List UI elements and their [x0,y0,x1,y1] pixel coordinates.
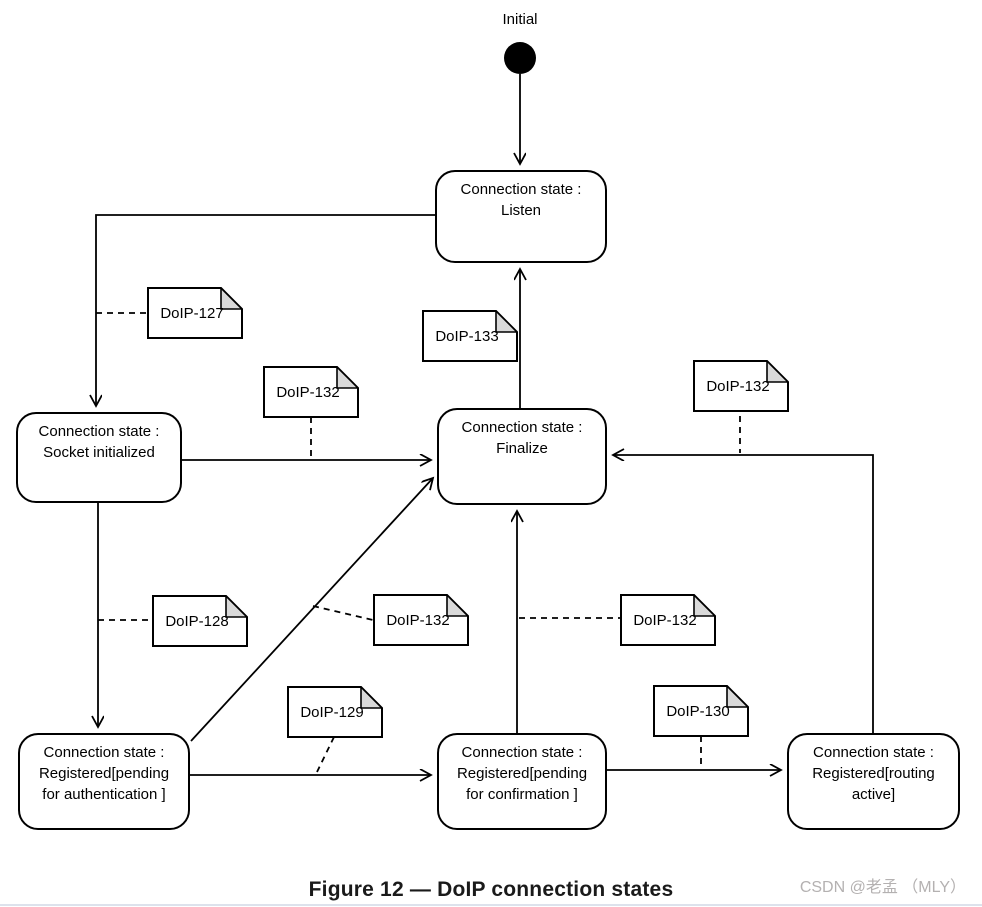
note-shape-icon [263,366,359,418]
note-label: DoIP-129 [300,703,364,721]
transition-registered-routing-to-finalize [613,455,874,733]
note-anchors [96,312,741,773]
note-label: DoIP-132 [633,611,697,629]
note-shape-icon [693,360,789,412]
state-registered-routing-active: Connection state : Registered[routing ac… [787,733,960,830]
transition-listen-to-socket-initialized [96,214,435,406]
note-label: DoIP-132 [706,377,770,395]
watermark-text: CSDN @老孟 （MLY） [799,879,966,896]
state-registered-pending-confirmation: Connection state : Registered[pending fo… [437,733,607,830]
state-registered-pending-authentication: Connection state : Registered[pending fo… [18,733,190,830]
note-doip-127: DoIP-127 [147,287,243,339]
note-shape-icon [152,595,248,647]
figure-caption: Figure 12 — DoIP connection states [308,878,674,901]
note-label: DoIP-132 [386,611,450,629]
note-shape-icon [422,310,518,362]
note-doip-130: DoIP-130 [653,685,749,737]
initial-label: Initial [502,11,538,28]
note-label: DoIP-132 [276,383,340,401]
initial-state-icon [504,42,536,74]
note-doip-133: DoIP-133 [422,310,518,362]
note-shape-icon [653,685,749,737]
note-label: DoIP-127 [160,304,224,322]
state-socket-initialized: Connection state : Socket initialized [16,412,182,503]
note-doip-128: DoIP-128 [152,595,248,647]
note-doip-132-upper-right: DoIP-132 [693,360,789,412]
state-listen: Connection state : Listen [435,170,607,263]
transition-registered-auth-to-finalize [190,478,433,742]
note-label: DoIP-128 [165,612,229,630]
anchor-doip-132-middle [312,605,374,621]
state-finalize: Connection state : Finalize [437,408,607,505]
note-shape-icon [287,686,383,738]
anchor-doip-129 [316,736,335,773]
note-doip-132-right: DoIP-132 [620,594,716,646]
note-doip-132-upper-left: DoIP-132 [263,366,359,418]
note-doip-132-middle: DoIP-132 [373,594,469,646]
note-shape-icon [373,594,469,646]
note-label: DoIP-130 [666,702,730,720]
page-divider [0,904,982,906]
note-shape-icon [147,287,243,339]
note-shape-icon [620,594,716,646]
note-doip-129: DoIP-129 [287,686,383,738]
note-label: DoIP-133 [435,327,499,345]
